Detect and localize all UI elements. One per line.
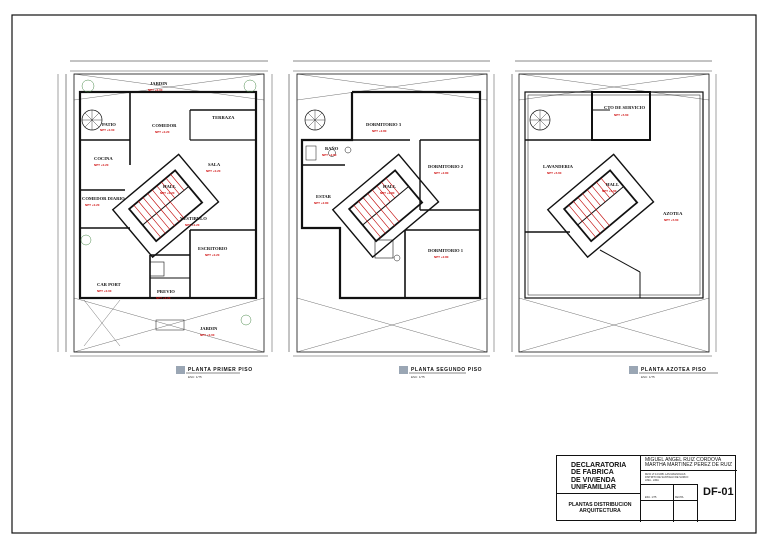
project-line: DE FABRICA	[571, 469, 614, 477]
svg-text:NPT +0.20: NPT +0.20	[160, 191, 175, 195]
svg-text:NPT +0.20: NPT +0.20	[205, 253, 220, 257]
svg-text:NPT +2.80: NPT +2.80	[434, 171, 449, 175]
address-line: DISTRITO DE SANTIAGO DE SURCO	[645, 476, 689, 479]
svg-text:NPT +5.60: NPT +5.60	[614, 113, 629, 117]
owner-name: MIGUEL ANGEL RUIZ CORDOVA	[645, 457, 722, 463]
room-label: PREVIO	[157, 289, 175, 294]
svg-text:NPT +2.80: NPT +2.80	[434, 255, 449, 259]
room-label: COMEDOR DIARIO	[82, 196, 125, 201]
project-title: DECLARATORIA DE FABRICA DE VIVIENDA UNIF…	[571, 462, 626, 492]
sheet-border	[11, 14, 757, 534]
svg-text:NPT +0.00: NPT +0.00	[200, 333, 215, 337]
svg-text:NPT +5.60: NPT +5.60	[664, 218, 679, 222]
svg-text:NPT +0.00: NPT +0.00	[148, 88, 163, 92]
svg-text:CTO DE SERVICIO: CTO DE SERVICIO	[604, 105, 646, 110]
drawing-line: PLANTAS DISTRIBUCION	[568, 502, 632, 508]
owners: MIGUEL ANGEL RUIZ CORDOVA MARTHA MARTINE…	[645, 457, 733, 469]
drawing-cell: PLANTAS DISTRIBUCION ARQUITECTURA	[557, 494, 641, 522]
room-label: VESTIBULO	[180, 216, 207, 221]
svg-text:NPT +5.60: NPT +5.60	[547, 171, 562, 175]
plan-primer-piso	[57, 60, 273, 357]
svg-text:NPT +0.20: NPT +0.20	[85, 203, 100, 207]
svg-text:NPT +2.80: NPT +2.80	[380, 191, 395, 195]
svg-text:AZOTEA: AZOTEA	[663, 211, 683, 216]
project-line: DE VIVIENDA	[571, 476, 616, 484]
svg-text:HALL: HALL	[383, 184, 396, 189]
sheet-number: DF-01	[703, 486, 734, 498]
svg-text:NPT +0.20: NPT +0.20	[185, 223, 200, 227]
drawing-title: PLANTAS DISTRIBUCION ARQUITECTURA	[567, 502, 633, 514]
project-line: DECLARATORIA	[571, 462, 627, 469]
title-block: DECLARATORIA DE FABRICA DE VIVIENDA UNIF…	[556, 455, 737, 522]
svg-text:NPT +2.80: NPT +2.80	[322, 153, 337, 157]
plan-scale-3: ESC: 1/75	[641, 375, 655, 379]
project-cell: DECLARATORIA DE FABRICA DE VIVIENDA UNIF…	[557, 456, 641, 494]
svg-text:BAÑO: BAÑO	[325, 146, 339, 151]
svg-text:NPT +0.20: NPT +0.20	[155, 130, 170, 134]
address-line: LIMA - LIMA	[645, 479, 659, 482]
room-label: TERRAZA	[212, 115, 235, 120]
address-line: MZ.D LT.14 URB. LAS MAGNOLIAS	[645, 473, 686, 476]
svg-text:NPT +0.20: NPT +0.20	[206, 169, 221, 173]
room-label: SALA	[208, 162, 221, 167]
svg-text:NPT +0.20: NPT +0.20	[156, 296, 171, 300]
svg-text:DORMITORIO 3: DORMITORIO 3	[366, 122, 402, 127]
plan-scale-2: ESC: 1/75	[411, 375, 425, 379]
svg-text:DORMITORIO 1: DORMITORIO 1	[428, 248, 464, 253]
svg-text:NPT +2.80: NPT +2.80	[314, 201, 329, 205]
svg-text:NPT +0.20: NPT +0.20	[94, 163, 109, 167]
plan-title-1: PLANTA PRIMER PISO	[188, 367, 253, 373]
plan-3-room-labels: CTO DE SERVICIO NPT +5.60 LAVANDERIA NPT…	[543, 105, 683, 222]
address: MZ.D LT.14 URB. LAS MAGNOLIAS DISTRITO D…	[645, 473, 688, 482]
svg-text:LAVANDERIA: LAVANDERIA	[543, 164, 574, 169]
project-line: UNIFAMILIAR	[571, 484, 617, 492]
svg-text:NPT +2.80: NPT +2.80	[372, 129, 387, 133]
svg-text:NPT +0.00: NPT +0.00	[100, 128, 115, 132]
room-label: ESCRITORIO	[198, 246, 228, 251]
room-label: COMEDOR	[152, 123, 177, 128]
plan-scale-1: ESC: 1/75	[188, 375, 202, 379]
plan-1-room-labels: JARDIN NPT +0.00 PATIO NPT +0.00 COMEDOR…	[82, 81, 235, 337]
svg-text:NPT +5.60: NPT +5.60	[602, 189, 617, 193]
room-label: COCINA	[94, 156, 113, 161]
date-label: FECHA	[675, 496, 684, 499]
plan-title-2: PLANTA SEGUNDO PISO	[411, 367, 483, 373]
svg-text:DORMITORIO 2: DORMITORIO 2	[428, 164, 464, 169]
owner-name: MARTHA MARTINEZ PEREZ DE RUIZ	[645, 462, 733, 469]
plan-azotea-piso	[511, 60, 717, 357]
svg-text:NPT +0.00: NPT +0.00	[97, 289, 112, 293]
svg-text:ESTAR: ESTAR	[316, 194, 332, 199]
room-label: PATIO	[102, 122, 116, 127]
room-label: JARDIN	[200, 326, 218, 331]
svg-text:HALL: HALL	[606, 182, 619, 187]
plan-2-room-labels: DORMITORIO 3 NPT +2.80 BAÑO NPT +2.80 DO…	[314, 122, 464, 259]
plan-title-3: PLANTA AZOTEA PISO	[641, 367, 707, 373]
plan-segundo-piso	[288, 60, 495, 357]
scale-label: ESC. 1/75	[645, 496, 657, 499]
drawing-line: ARQUITECTURA	[579, 508, 621, 514]
room-label: HALL	[163, 184, 176, 189]
room-label: JARDIN	[150, 81, 168, 86]
room-label: CAR PORT	[97, 282, 121, 287]
